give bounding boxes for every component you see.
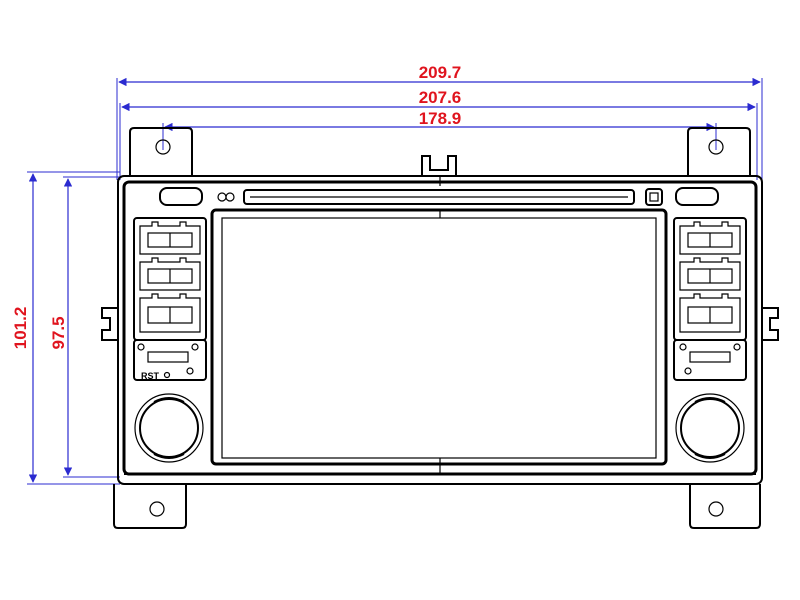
dimension-inner-width: 207.6	[119, 88, 758, 180]
mounting-ear-top-right	[687, 127, 751, 176]
dimension-overall-height: 101.2	[11, 171, 120, 485]
side-clip-left	[101, 307, 118, 341]
reset-pinhole	[163, 371, 171, 379]
dvd-logo-icon	[217, 192, 235, 202]
top-right-button	[675, 187, 719, 206]
overall-height-label: 101.2	[11, 307, 30, 350]
dimension-hole-spacing: 178.9	[162, 109, 717, 150]
mounting-ear-bottom-right	[689, 484, 761, 529]
disc-slot	[243, 189, 635, 205]
mounting-ear-top-left	[129, 127, 193, 176]
eject-icon	[645, 188, 663, 206]
side-clip-right	[762, 307, 779, 341]
dimension-inner-height: 97.5	[49, 176, 120, 478]
left-button-panel: RST	[133, 217, 207, 381]
right-button-panel	[673, 217, 747, 381]
overall-width-label: 209.7	[419, 63, 462, 82]
hole-spacing-label: 178.9	[419, 109, 462, 128]
left-knob	[134, 393, 204, 463]
top-left-button	[159, 187, 203, 206]
front-panel	[117, 175, 763, 485]
mounting-ear-bottom-left	[113, 484, 187, 529]
top-tab	[421, 155, 457, 176]
inner-height-label: 97.5	[49, 316, 68, 349]
dimension-overall-width: 209.7	[116, 63, 763, 180]
reset-label: RST	[141, 371, 160, 381]
right-knob	[675, 393, 745, 463]
inner-width-label: 207.6	[419, 88, 462, 107]
display-screen	[210, 208, 668, 466]
